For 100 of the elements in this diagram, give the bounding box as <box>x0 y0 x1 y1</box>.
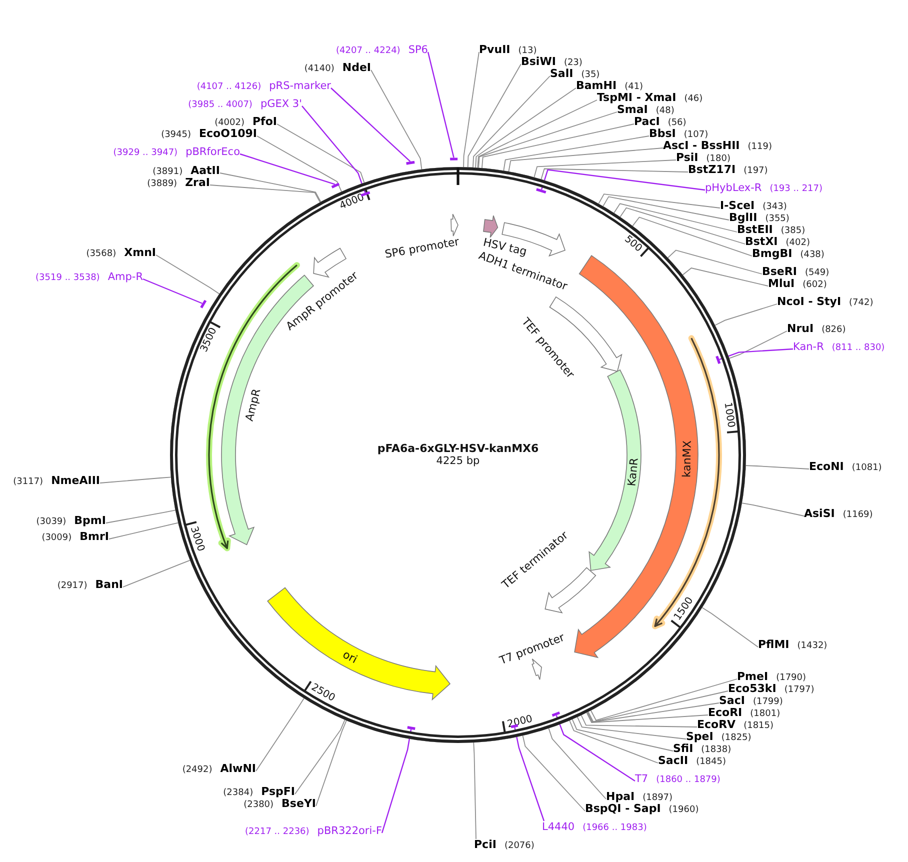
enzyme-name: BstZ17I <box>688 164 736 176</box>
leader-line <box>478 112 618 168</box>
enzyme-name: XmnI <box>124 247 156 259</box>
primer-mark <box>450 158 458 160</box>
enzyme-name: BsiWI <box>521 56 556 68</box>
leader-line <box>330 88 411 162</box>
primer-range: (3929 .. 3947) <box>113 147 178 159</box>
primer-range: (2217 .. 2236) <box>245 826 310 838</box>
primer-name: Amp-R <box>108 271 143 283</box>
primer-name: pGEX 3' <box>260 98 302 110</box>
cut-position: (2917) <box>57 580 88 592</box>
leader-line <box>719 348 794 360</box>
primer-name: pBRforEco <box>186 146 240 158</box>
primer-name: L4440 <box>542 821 575 833</box>
leader-line <box>590 678 738 721</box>
enzyme-name: PsiI <box>676 152 698 164</box>
primer-name: T7 <box>635 773 648 785</box>
leader-line <box>586 712 708 723</box>
primer-range: (1860 .. 1879) <box>656 774 720 786</box>
cut-position: (1801) <box>750 708 780 720</box>
leader-line <box>556 715 636 782</box>
cut-position: (742) <box>849 297 874 309</box>
enzyme-name: TspMI - XmaI <box>597 92 676 104</box>
feature-label: kanMX <box>680 440 694 478</box>
leader-line <box>108 522 179 540</box>
cut-position: (2492) <box>182 764 212 776</box>
cut-position: (46) <box>684 93 703 105</box>
enzyme-name: BamHI <box>576 80 617 92</box>
cut-position: (1897) <box>642 792 673 804</box>
primer-name: SP6 <box>408 44 428 56</box>
enzyme-name: EcoNI <box>809 461 844 473</box>
enzyme-name: BspQI - SapI <box>585 803 661 815</box>
leader-line <box>240 153 336 185</box>
cut-position: (13) <box>518 45 537 56</box>
enzyme-name: PspFI <box>261 786 295 798</box>
primer-mark <box>716 356 721 364</box>
cut-position: (3891) <box>152 166 183 178</box>
enzyme-name: SfiI <box>673 743 694 755</box>
enzyme-name: BmrI <box>80 531 109 543</box>
leader-line <box>540 168 688 180</box>
cut-position: (402) <box>786 237 810 249</box>
enzyme-name: BglII <box>729 212 758 224</box>
cut-position: (1797) <box>784 684 814 696</box>
scale-label: 3000 <box>188 525 206 553</box>
primer-name: Kan-R <box>793 341 824 353</box>
leader-line <box>106 510 176 524</box>
plasmid-length: 4225 bp <box>436 455 480 468</box>
enzyme-name: NmeAIII <box>51 475 100 487</box>
cut-position: (4002) <box>214 117 244 128</box>
primer-mark <box>536 188 546 194</box>
enzyme-name: NruI <box>787 323 814 335</box>
cut-position: (1815) <box>744 720 774 732</box>
leader-line <box>467 64 522 168</box>
primer-range: (3985 .. 4007) <box>188 99 252 111</box>
plasmid-name: pFA6a-6xGLY-HSV-kanMX6 <box>377 442 539 455</box>
leader-line <box>745 465 810 470</box>
cut-position: (180) <box>706 153 730 165</box>
leader-line <box>728 330 788 359</box>
cut-position: (1838) <box>701 744 732 756</box>
leader-line <box>522 735 586 812</box>
primer-range: (3519 .. 3538) <box>36 272 100 284</box>
enzyme-name: BanI <box>95 579 123 591</box>
cut-position: (343) <box>762 201 787 213</box>
leader-line <box>427 52 454 158</box>
primer-mark <box>407 726 416 730</box>
cut-position: (1960) <box>668 804 699 816</box>
leader-line <box>580 714 698 728</box>
primer-mark <box>406 160 415 165</box>
leader-line <box>632 216 752 256</box>
leader-line <box>294 719 346 794</box>
enzyme-name: AlwNI <box>220 763 256 775</box>
leader-line <box>588 690 728 722</box>
leader-line <box>156 254 220 294</box>
cut-position: (1825) <box>721 732 752 744</box>
leader-line <box>370 70 422 170</box>
leader-line <box>514 727 545 822</box>
enzyme-name: AsiSI <box>804 508 835 520</box>
feature-label: AmpR <box>242 388 264 423</box>
leader-line <box>503 136 650 172</box>
primer-name: pRS-marker <box>269 80 331 92</box>
leader-line <box>100 476 172 484</box>
enzyme-name: BstEII <box>737 224 773 236</box>
cut-position: (119) <box>748 141 772 153</box>
cut-position: (438) <box>800 249 824 261</box>
cut-position: (826) <box>822 324 846 336</box>
enzyme-name: PciI <box>474 839 496 851</box>
enzyme-name: EcoRI <box>708 707 742 719</box>
primer-mark <box>510 724 518 728</box>
cut-position: (4140) <box>304 63 334 75</box>
enzyme-name: ZraI <box>185 177 210 189</box>
primer-name: pHybLex-R <box>705 182 762 194</box>
enzyme-name: EcoO109I <box>199 128 257 140</box>
leader-line <box>587 702 720 723</box>
cut-position: (35) <box>581 69 600 81</box>
scale-label: 1000 <box>722 402 736 429</box>
enzyme-name: Eco53kI <box>728 683 776 695</box>
leader-line <box>702 607 758 648</box>
leader-line <box>576 716 686 740</box>
cut-position: (107) <box>684 129 708 141</box>
cut-position: (3009) <box>42 532 72 544</box>
